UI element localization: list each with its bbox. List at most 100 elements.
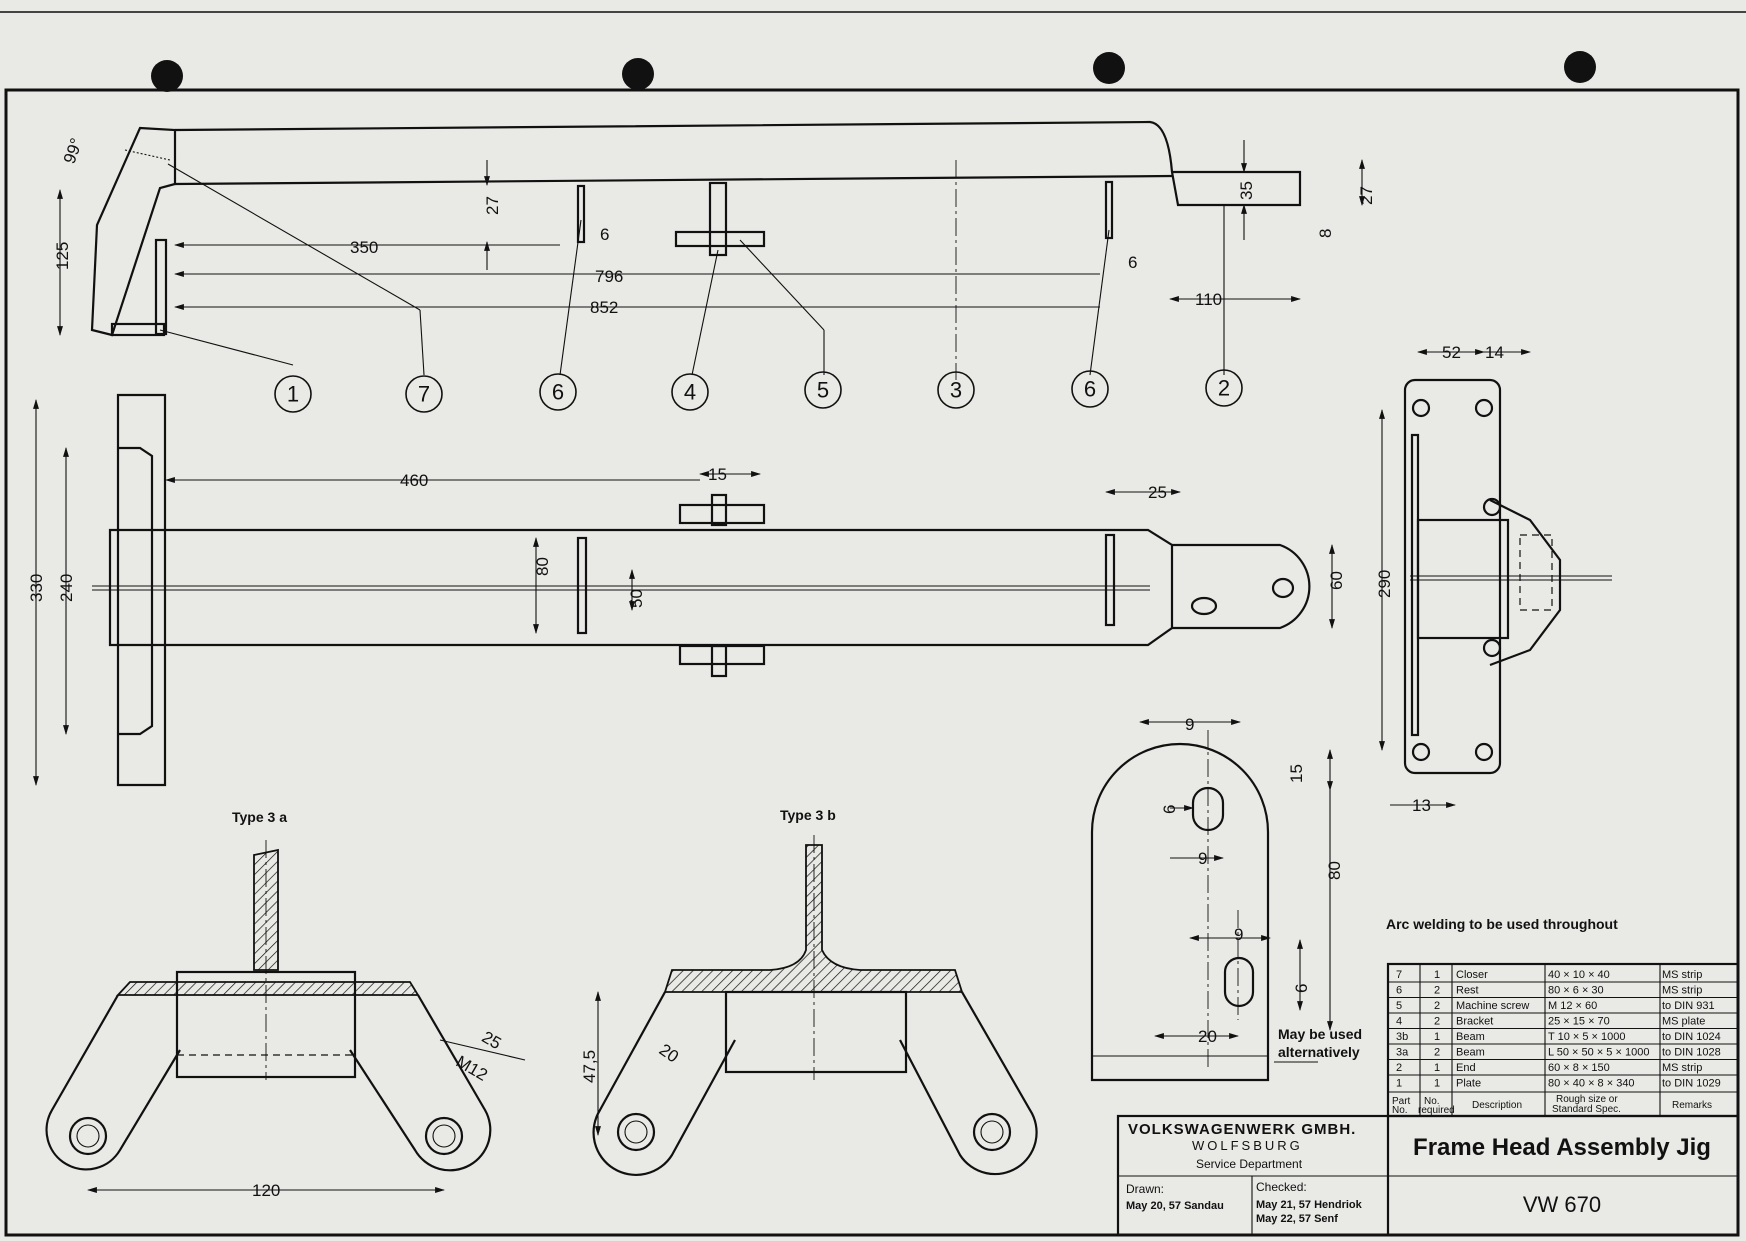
cell-desc: Machine screw bbox=[1456, 1000, 1529, 1012]
drawing-number: VW 670 bbox=[1523, 1192, 1601, 1217]
dim-80: 80 bbox=[533, 557, 552, 576]
dim-6-left: 6 bbox=[600, 225, 609, 244]
dim-e6b: 6 bbox=[1292, 984, 1311, 993]
dim-25: 25 bbox=[1148, 483, 1167, 502]
dim-27-left: 27 bbox=[483, 196, 502, 215]
cell-remarks: to DIN 931 bbox=[1662, 1000, 1715, 1012]
cell-size: 40 × 10 × 40 bbox=[1548, 969, 1610, 981]
drawn-value: May 20, 57 Sandau bbox=[1126, 1200, 1224, 1212]
hdr-no2: No. bbox=[1392, 1105, 1408, 1116]
cell-size: 80 × 40 × 8 × 340 bbox=[1548, 1078, 1635, 1090]
dim-e6a: 6 bbox=[1160, 805, 1179, 814]
dim-t120: 120 bbox=[252, 1181, 280, 1200]
dim-50: 50 bbox=[627, 589, 646, 608]
dim-330: 330 bbox=[27, 574, 46, 602]
cell-size: 25 × 15 × 70 bbox=[1548, 1016, 1610, 1028]
svg-text:4: 4 bbox=[684, 380, 696, 405]
dim-60: 60 bbox=[1327, 571, 1346, 590]
cell-qty: 1 bbox=[1434, 1031, 1440, 1043]
drawing-title: Frame Head Assembly Jig bbox=[1413, 1134, 1711, 1161]
drawing-frame bbox=[4, 88, 1740, 1237]
cell-part: 1 bbox=[1396, 1078, 1402, 1090]
cell-desc: Closer bbox=[1456, 969, 1488, 981]
end-plate-detail bbox=[1090, 719, 1333, 1082]
bubble-5: 5 bbox=[804, 371, 842, 409]
dim-350: 350 bbox=[350, 238, 378, 257]
bubble-4: 4 bbox=[671, 373, 709, 411]
dim-e20: 20 bbox=[1198, 1027, 1217, 1046]
cell-size: M 12 × 60 bbox=[1548, 1000, 1597, 1012]
checked-value-2: May 22, 57 Senf bbox=[1256, 1213, 1338, 1225]
cell-desc: Rest bbox=[1456, 985, 1479, 997]
cell-part: 2 bbox=[1396, 1062, 1402, 1074]
type-3a-section bbox=[45, 840, 526, 1193]
hdr-required: required bbox=[1418, 1105, 1455, 1116]
arc-welding-note: Arc welding to be used throughout bbox=[1386, 916, 1618, 932]
cell-remarks: MS strip bbox=[1662, 1062, 1702, 1074]
svg-text:1: 1 bbox=[287, 382, 299, 407]
binder-hole bbox=[1564, 51, 1596, 83]
cell-remarks: MS strip bbox=[1662, 985, 1702, 997]
cell-desc: Plate bbox=[1456, 1078, 1481, 1090]
binder-holes bbox=[151, 51, 1596, 92]
dim-27-right: 27 bbox=[1357, 186, 1376, 205]
company-name: VOLKSWAGENWERK GMBH. bbox=[1128, 1121, 1356, 1138]
cell-part: 4 bbox=[1396, 1016, 1402, 1028]
plan-view bbox=[33, 393, 1335, 787]
dim-8: 8 bbox=[1316, 229, 1335, 238]
drawn-label: Drawn: bbox=[1126, 1182, 1164, 1196]
svg-text:6: 6 bbox=[1084, 377, 1096, 402]
cell-part: 3b bbox=[1396, 1031, 1408, 1043]
dim-796: 796 bbox=[595, 267, 623, 286]
checked-value-1: May 21, 57 Hendriok bbox=[1256, 1199, 1363, 1211]
dim-52: 52 bbox=[1442, 343, 1461, 362]
cell-size: 80 × 6 × 30 bbox=[1548, 985, 1604, 997]
cell-remarks: MS plate bbox=[1662, 1016, 1705, 1028]
cell-size: T 10 × 5 × 1000 bbox=[1548, 1031, 1625, 1043]
hdr-no: No. bbox=[1424, 1096, 1440, 1107]
cell-qty: 1 bbox=[1434, 1062, 1440, 1074]
hdr-part: Part bbox=[1392, 1096, 1411, 1107]
svg-text:7: 7 bbox=[418, 382, 430, 407]
side-view bbox=[57, 120, 1365, 380]
svg-text:5: 5 bbox=[817, 378, 829, 403]
bubble-6b: 6 bbox=[1071, 370, 1109, 408]
dim-852: 852 bbox=[590, 298, 618, 317]
cell-size: L 50 × 50 × 5 × 1000 bbox=[1548, 1047, 1649, 1059]
cell-qty: 2 bbox=[1434, 985, 1440, 997]
binder-hole bbox=[622, 58, 654, 90]
binder-hole bbox=[151, 60, 183, 92]
svg-text:2: 2 bbox=[1218, 376, 1230, 401]
cell-remarks: to DIN 1028 bbox=[1662, 1047, 1721, 1059]
end-view bbox=[1379, 349, 1612, 808]
dim-e9b: 9 bbox=[1198, 849, 1207, 868]
hdr-remarks: Remarks bbox=[1672, 1100, 1712, 1111]
parts-table-header: Part No. No. required Description Rough … bbox=[1392, 1094, 1712, 1116]
hdr-size1: Rough size or bbox=[1556, 1094, 1618, 1105]
dim-290: 290 bbox=[1375, 570, 1394, 598]
type-3b-label: Type 3 b bbox=[780, 807, 836, 823]
dim-35: 35 bbox=[1237, 181, 1256, 200]
dim-e80: 80 bbox=[1325, 861, 1344, 880]
cell-part: 7 bbox=[1396, 969, 1402, 981]
dim-13: 13 bbox=[1412, 796, 1431, 815]
bubble-3: 3 bbox=[937, 371, 975, 409]
cell-remarks: MS strip bbox=[1662, 969, 1702, 981]
dim-e15: 15 bbox=[1287, 764, 1306, 783]
cell-qty: 2 bbox=[1434, 1000, 1440, 1012]
cell-part: 3a bbox=[1396, 1047, 1409, 1059]
type-3a-label: Type 3 a bbox=[232, 809, 287, 825]
binder-hole bbox=[1093, 52, 1125, 84]
dim-14: 14 bbox=[1485, 343, 1504, 362]
dim-240: 240 bbox=[57, 574, 76, 602]
bubble-2: 2 bbox=[1205, 369, 1243, 407]
